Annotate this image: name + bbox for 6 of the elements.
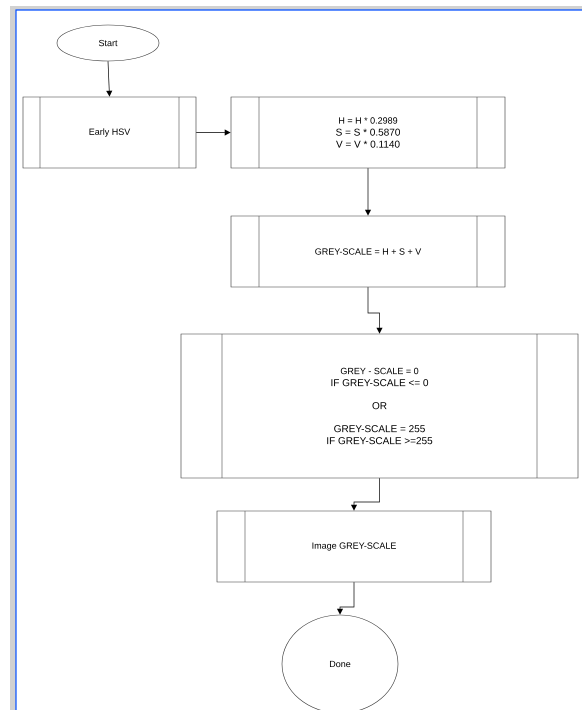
process-box: Early HSV: [22, 96, 196, 168]
process-box: GREY - SCALE = 0 IF GREY-SCALE <= 0 OR GREY-SCALE = 255 IF GREY-SCALE >=255: [180, 334, 578, 478]
process-box: Image GREY-SCALE: [216, 510, 492, 582]
process-box: H = H * 0.2989 S = S * 0.5870 V = V * 0.1140: [230, 96, 506, 168]
process-box: GREY-SCALE = H + S + V: [230, 216, 506, 288]
terminal-oval: Start: [56, 24, 160, 62]
